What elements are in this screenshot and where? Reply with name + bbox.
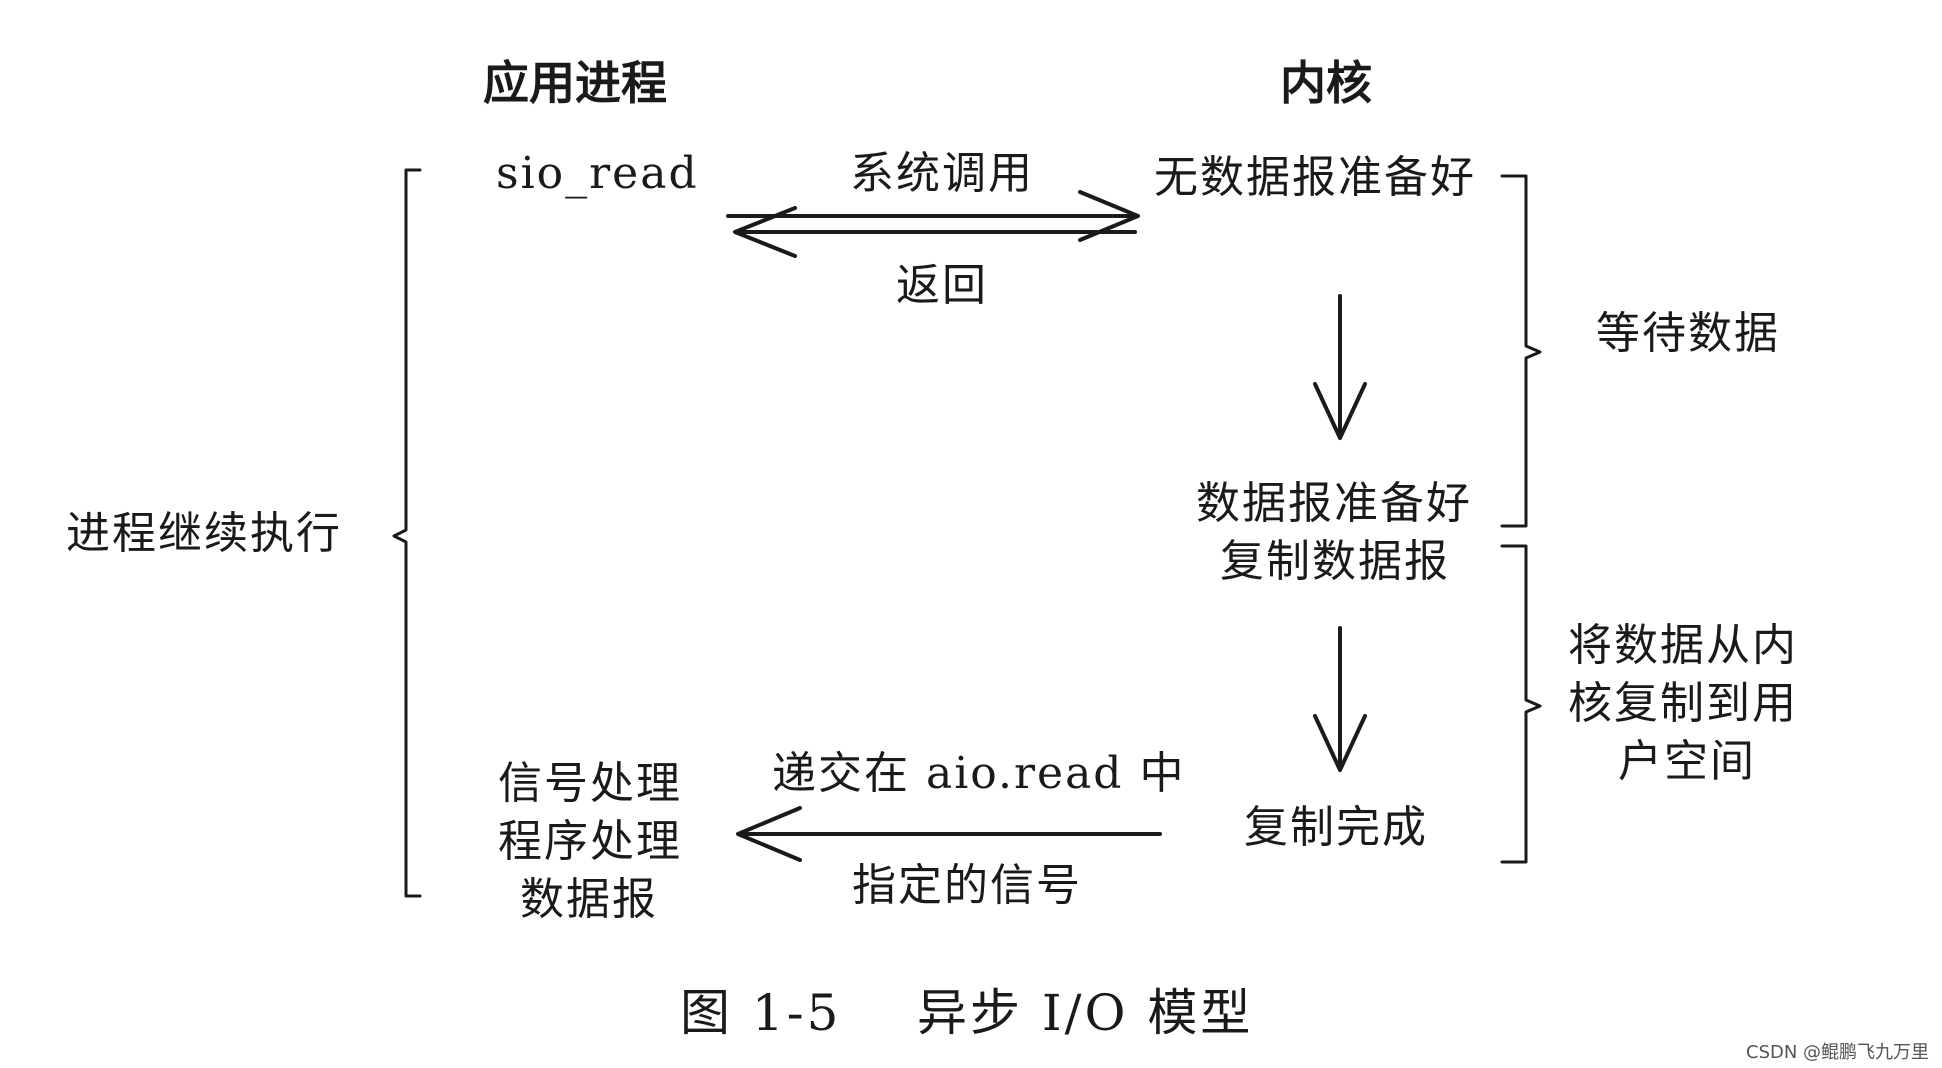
- deliver-signal-label-line-2: 指定的信号: [852, 860, 1082, 911]
- watermark: CSDN @鲲鹏飞九万里: [1746, 1042, 1930, 1063]
- wait-phase-bracket: [1500, 174, 1542, 528]
- copy-phase-label-line-3: 户空间: [1618, 736, 1756, 787]
- deliver-signal-label-line-1: 递交在 aio.read 中: [772, 748, 1186, 799]
- sio-read-call: sio_read: [496, 148, 699, 199]
- return-label: 返回: [896, 260, 988, 311]
- signal-handler-line-1: 信号处理: [498, 758, 682, 809]
- process-continues-label: 进程继续执行: [66, 508, 342, 559]
- signal-arrow: [736, 806, 1162, 862]
- syscall-label: 系统调用: [850, 148, 1034, 199]
- wait-down-arrow: [1313, 294, 1367, 440]
- copy-down-arrow: [1313, 626, 1367, 772]
- kernel-header: 内核: [1280, 56, 1372, 110]
- kernel-state-done: 复制完成: [1244, 802, 1428, 853]
- copy-phase-label-line-1: 将数据从内: [1568, 620, 1798, 671]
- signal-handler-line-2: 程序处理: [498, 816, 682, 867]
- wait-phase-label: 等待数据: [1596, 308, 1780, 359]
- copy-phase-bracket: [1500, 544, 1542, 864]
- kernel-state-not-ready: 无数据报准备好: [1154, 152, 1476, 203]
- kernel-state-ready: 数据报准备好: [1196, 478, 1472, 529]
- figure-caption: 图 1-5 异步 I/O 模型: [680, 984, 1254, 1042]
- kernel-state-copy: 复制数据报: [1220, 536, 1450, 587]
- return-arrow: [733, 206, 1137, 258]
- copy-phase-label-line-2: 核复制到用: [1568, 678, 1798, 729]
- signal-handler-line-3: 数据报: [520, 874, 658, 925]
- app-continue-bracket: [392, 168, 422, 898]
- app-process-header: 应用进程: [483, 56, 667, 110]
